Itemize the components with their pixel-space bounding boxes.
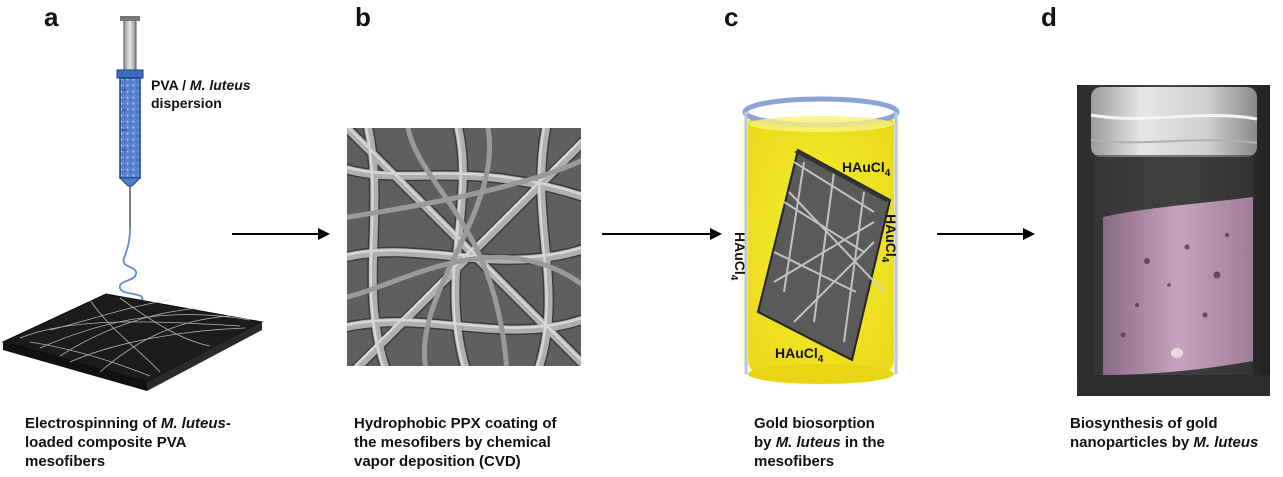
beaker-illustration [742,96,900,384]
electrospinning-illustration [1,16,264,391]
panel-letter-a: a [44,2,59,32]
syringe-barrel [119,77,141,179]
syringe-flange [116,69,144,79]
arrow-a-to-b [232,228,330,240]
sem-image [347,128,581,366]
panel-letter-b: b [355,2,371,32]
caption-a: Electrospinning of M. luteus- loaded com… [25,415,231,470]
hauc14-label-left: HAuCl4 [728,232,748,281]
hauc14-label-bottom: HAuCl4 [775,345,824,365]
fiber-sample [756,148,892,362]
caption-b: Hydrophobic PPX coating of the mesofiber… [354,415,557,470]
vial-photo [1077,85,1270,396]
syringe-label: PVA / M. luteus dispersion [151,77,251,111]
caption-d: Biosynthesis of gold nanoparticles by M.… [1070,415,1259,451]
panel-letter-c: c [724,2,739,32]
hauc14-label-right: HAuCl4 [879,214,899,263]
arrow-b-to-c [602,228,722,240]
arrow-c-to-d [937,228,1035,240]
panel-letter-d: d [1041,2,1057,32]
hauc14-label-top: HAuCl4 [842,159,891,179]
caption-c: Gold biosorption by M. luteus in the mes… [754,415,885,470]
gold-nanoparticle-film [1103,197,1253,375]
syringe-plunger [123,17,137,71]
vial-cap [1091,87,1257,157]
